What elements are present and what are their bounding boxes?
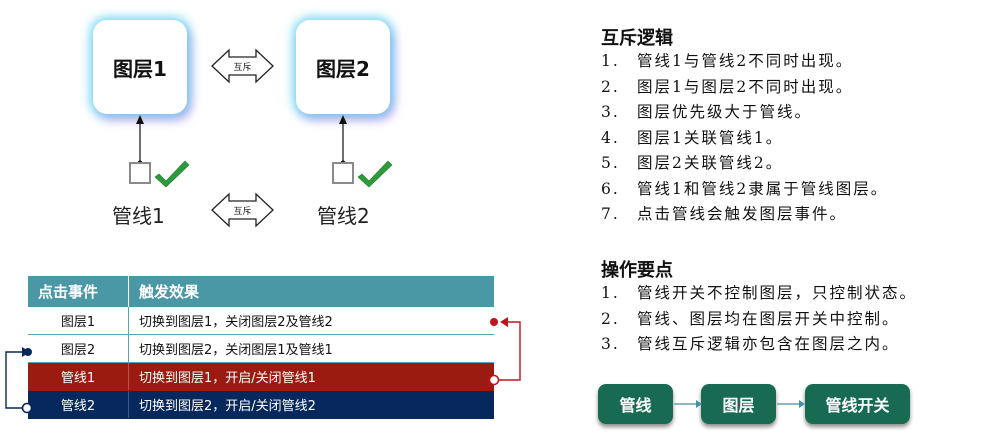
pipe-mutex-double-arrow-icon: 互斥 (211, 192, 274, 228)
event-cell: 图层1 (28, 307, 129, 335)
flow-box-layer[interactable]: 图层 (701, 384, 776, 424)
layer2-box[interactable]: 图层2 (296, 20, 390, 114)
list-item: 1.管线1与管线2不同时出现。 (601, 52, 854, 70)
key-points-list: 1.管线开关不控制图层，只控制状态。 2.管线、图层均在图层开关中控制。 3.管… (601, 281, 917, 358)
effect-cell: 切换到图层1，开启/关闭管线1 (128, 362, 494, 391)
list-item: 6.管线1和管线2隶属于管线图层。 (601, 179, 889, 198)
mutex-logic-title: 互斥逻辑 (601, 28, 673, 49)
event-table: 点击事件 触发效果 图层1 切换到图层1，关闭图层2及管线2 图层2 切换到图层… (28, 276, 494, 419)
pipe2-connector (339, 115, 347, 166)
pipe1-checkbox-icon (129, 162, 151, 184)
pipe2-to-layer2-connector (5, 347, 33, 414)
table-row[interactable]: 管线1 切换到图层1，开启/关闭管线1 (28, 362, 494, 391)
pipe-mutex-label: 互斥 (233, 205, 251, 217)
effect-cell: 切换到图层2，开启/关闭管线2 (128, 390, 494, 419)
event-cell: 管线2 (28, 390, 129, 419)
mutex-diagram-lines: 互斥 互斥 (129, 48, 393, 228)
table-row[interactable]: 管线2 切换到图层2，开启/关闭管线2 (28, 390, 494, 419)
list-item: 2.图层1与图层2不同时出现。 (601, 77, 854, 96)
pipe1-checkmark-icon (154, 160, 190, 188)
list-item: 1.管线开关不控制图层，只控制状态。 (601, 284, 918, 302)
flow-box-pipe-switch[interactable]: 管线开关 (805, 384, 910, 424)
list-item: 5.图层2关联管线2。 (601, 154, 784, 172)
list-item: 7.点击管线会触发图层事件。 (601, 205, 848, 223)
flow-box-pipe[interactable]: 管线 (598, 384, 673, 424)
pipe1-connector (136, 115, 144, 166)
event-cell: 图层2 (28, 334, 129, 363)
table-header-event: 点击事件 (28, 276, 129, 307)
table-row[interactable]: 图层2 切换到图层2，关闭图层1及管线1 (28, 334, 494, 363)
layer1-box[interactable]: 图层1 (93, 20, 187, 114)
pipe2-checkbox-icon (332, 162, 354, 184)
effect-cell: 切换到图层1，关闭图层2及管线2 (128, 307, 494, 335)
pipe2-checkmark-icon (357, 160, 393, 188)
table-row[interactable]: 图层1 切换到图层1，关闭图层2及管线2 (28, 307, 494, 335)
effect-cell: 切换到图层2，关闭图层1及管线1 (128, 334, 494, 363)
list-item: 2.管线、图层均在图层开关中控制。 (601, 309, 900, 328)
mutex-logic-list: 1.管线1与管线2不同时出现。 2.图层1与图层2不同时出现。 3.图层优先级大… (601, 49, 888, 228)
list-item: 3.管线互斥逻辑亦包含在图层之内。 (601, 335, 900, 353)
layer1-label: 图层1 (113, 56, 167, 81)
table-link-connectors (5, 317, 521, 414)
pipe1-to-layer1-connector (488, 317, 521, 386)
layer-mutex-double-arrow-icon: 互斥 (211, 48, 274, 84)
list-item: 4.图层1关联管线1。 (601, 128, 784, 147)
pipe1-label[interactable]: 管线1 (112, 204, 165, 228)
layer-mutex-label: 互斥 (233, 61, 251, 73)
flow-arrow-icon (674, 400, 702, 408)
list-item: 3.图层优先级大于管线。 (601, 103, 813, 121)
flow-arrows (674, 400, 805, 408)
pipe2-label[interactable]: 管线2 (317, 204, 370, 228)
event-cell: 管线1 (28, 362, 129, 391)
key-points-title: 操作要点 (601, 260, 673, 281)
layer2-label: 图层2 (316, 56, 370, 81)
flow-arrow-icon (777, 400, 805, 408)
table-header-effect: 触发效果 (128, 276, 494, 307)
